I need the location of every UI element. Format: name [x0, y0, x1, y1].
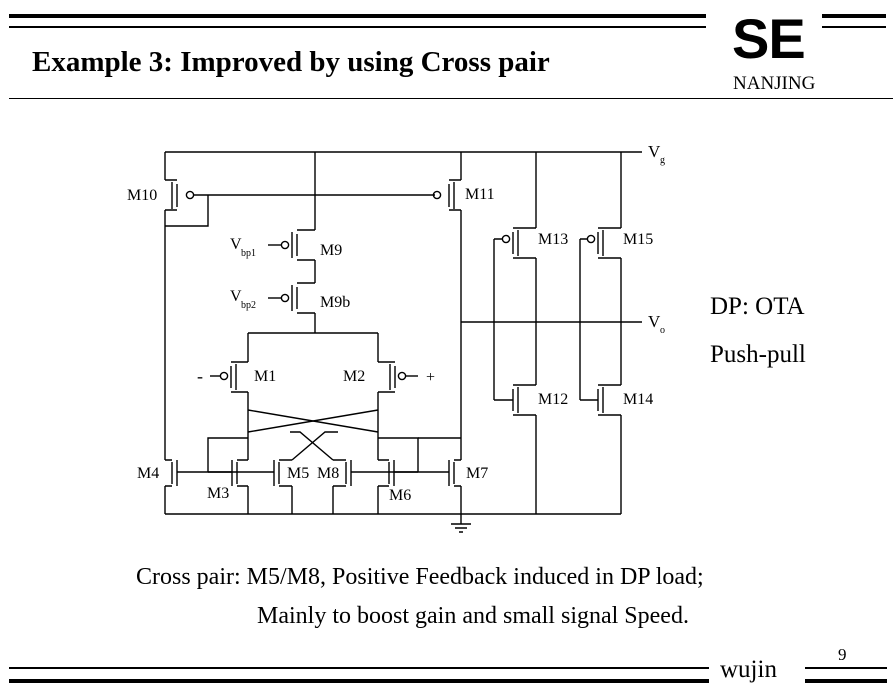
label-m7: M7 — [466, 465, 488, 482]
label-vbp2: V — [230, 288, 242, 305]
label-m9: M9 — [320, 242, 342, 259]
footer-rule-thin — [9, 667, 709, 669]
logo-subtitle: NANJING — [733, 73, 816, 94]
top-rule-thin — [9, 26, 706, 28]
label-vdd-sub: g — [660, 155, 665, 166]
footer-rule-right-thick — [805, 679, 887, 683]
label-m9b: M9b — [320, 294, 350, 311]
label-vbp1: V — [230, 236, 242, 253]
label-vbp2-sub: bp2 — [241, 300, 256, 311]
label-m8: M8 — [317, 465, 339, 482]
side-note-pushpull: Push-pull — [710, 341, 806, 368]
label-m2: M2 — [343, 368, 365, 385]
label-m13: M13 — [538, 231, 568, 248]
label-m14: M14 — [623, 391, 653, 408]
label-m4: M4 — [137, 465, 159, 482]
logo: SE — [732, 7, 806, 70]
label-vbp1-sub: bp1 — [241, 248, 256, 259]
label-m3: M3 — [207, 485, 229, 502]
footer-author: wujin — [720, 656, 777, 683]
label-m15: M15 — [623, 231, 653, 248]
label-m11: M11 — [465, 186, 495, 203]
page-number: 9 — [838, 645, 847, 664]
title-underline — [9, 98, 893, 99]
label-m5: M5 — [287, 465, 309, 482]
label-m6: M6 — [389, 487, 411, 504]
top-rule-right-thin — [822, 26, 886, 28]
label-m1: M1 — [254, 368, 276, 385]
label-vdd: V — [648, 142, 661, 161]
label-m12: M12 — [538, 391, 568, 408]
top-rule-thick — [9, 14, 706, 18]
label-m10: M10 — [127, 187, 157, 204]
label-vout: V — [648, 312, 661, 331]
label-in-minus: - — [197, 366, 203, 386]
note-line-1: Cross pair: M5/M8, Positive Feedback ind… — [136, 564, 704, 590]
footer-rule-right-thin — [805, 667, 887, 669]
label-vout-sub: o — [660, 325, 665, 336]
slide-title: Example 3: Improved by using Cross pair — [32, 46, 550, 78]
label-in-plus: + — [426, 369, 435, 386]
top-rule-right-thick — [822, 14, 886, 18]
footer-rule-thick — [9, 679, 709, 683]
side-note-dp: DP: OTA — [710, 293, 805, 320]
note-line-2: Mainly to boost gain and small signal Sp… — [257, 603, 689, 629]
